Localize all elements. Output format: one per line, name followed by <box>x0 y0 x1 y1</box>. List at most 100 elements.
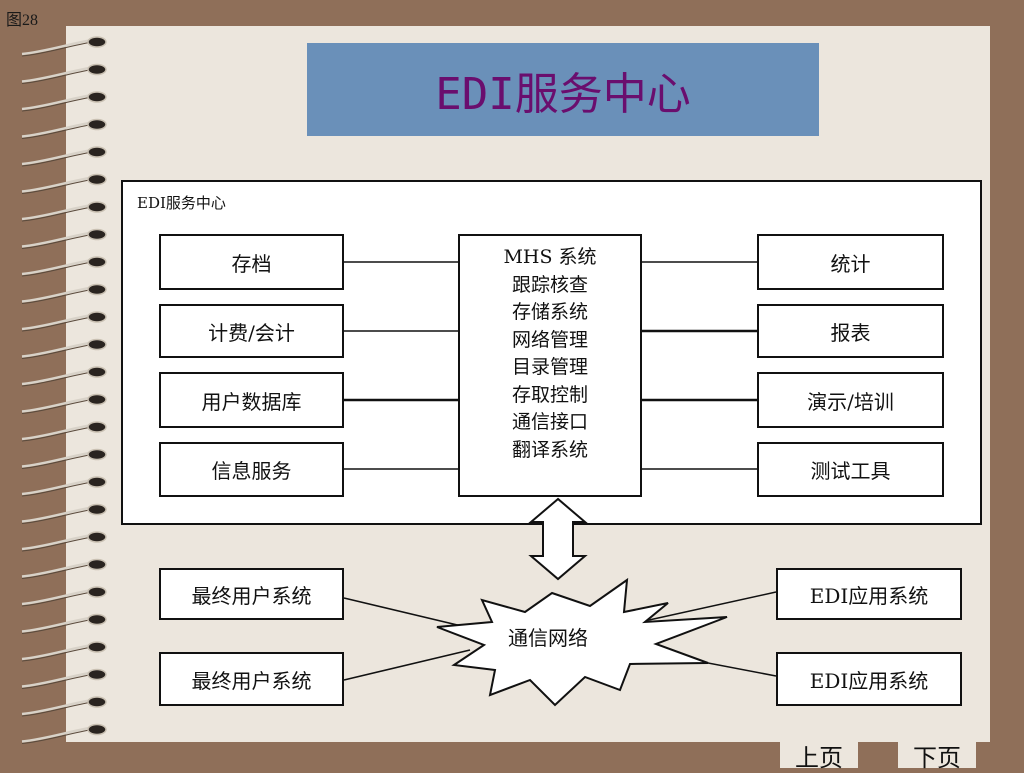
spiral-coil-shadow <box>21 399 93 414</box>
demo-training-box: 演示/培训 <box>757 372 944 428</box>
statistics-box: 统计 <box>757 234 944 290</box>
network-label: 通信网络 <box>508 626 588 650</box>
core-item: 跟踪核查 <box>511 273 588 296</box>
spiral-hole <box>87 228 107 241</box>
spiral-hole <box>87 173 107 186</box>
archive-box: 存档 <box>159 234 344 290</box>
spiral-coil-shadow <box>21 41 93 57</box>
spiral-coil-shadow <box>21 536 93 552</box>
spiral-coil <box>21 478 93 496</box>
spiral-coil <box>21 93 93 111</box>
spiral-coil-shadow <box>21 674 93 689</box>
spiral-coil <box>21 423 93 441</box>
core-item: 目录管理 <box>511 356 588 378</box>
spiral-hole <box>87 723 107 736</box>
spiral-coil-shadow <box>21 96 93 112</box>
spiral-coil <box>21 588 93 606</box>
spiral-coil-shadow <box>21 454 93 469</box>
spiral-coil <box>21 313 93 331</box>
prev-page-button[interactable]: 上页 <box>780 742 858 772</box>
edi-app-system-box: EDI应用系统 <box>776 652 962 706</box>
edi-app-system-box: EDI应用系统 <box>776 568 962 620</box>
spiral-binding <box>21 36 107 744</box>
test-tools-box: 测试工具 <box>757 442 944 497</box>
report-box: 报表 <box>757 304 944 358</box>
spiral-coil <box>21 561 93 578</box>
spiral-coil <box>21 643 93 661</box>
spiral-hole <box>87 558 107 571</box>
spiral-coil-shadow <box>21 591 93 607</box>
spiral-hole <box>87 393 107 406</box>
spiral-coil-shadow <box>21 344 93 359</box>
next-page-button[interactable]: 下页 <box>898 742 976 772</box>
spiral-hole <box>87 201 107 213</box>
spiral-coil-shadow <box>21 371 93 387</box>
spiral-coil <box>21 148 93 166</box>
spiral-coil <box>21 451 93 468</box>
spiral-hole <box>87 696 107 708</box>
spiral-hole <box>87 366 107 378</box>
spiral-hole <box>87 641 107 653</box>
spiral-coil <box>21 176 93 193</box>
figure-label: 图28 <box>6 12 39 29</box>
info-service-box: 信息服务 <box>159 442 344 497</box>
spiral-coil <box>21 698 93 716</box>
spiral-hole <box>87 448 107 461</box>
network-cloud <box>436 577 728 707</box>
spiral-coil <box>21 396 93 413</box>
spiral-coil-shadow <box>21 729 93 744</box>
spiral-coil-shadow <box>21 151 93 167</box>
spiral-coil-shadow <box>21 69 93 84</box>
spiral-hole <box>87 503 107 516</box>
spiral-hole <box>87 63 107 76</box>
spiral-coil <box>21 121 93 138</box>
spiral-hole <box>87 36 107 48</box>
spiral-coil-shadow <box>21 646 93 662</box>
spiral-coil-shadow <box>21 426 93 442</box>
spiral-coil-shadow <box>21 509 93 524</box>
spiral-hole <box>87 311 107 323</box>
spiral-coil-shadow <box>21 234 93 249</box>
spiral-coil-shadow <box>21 619 93 634</box>
spiral-hole <box>87 118 107 131</box>
end-user-system-box: 最终用户系统 <box>159 568 344 620</box>
spiral-coil <box>21 726 93 743</box>
spiral-coil-shadow <box>21 124 93 139</box>
spiral-coil-shadow <box>21 701 93 717</box>
spiral-coil-shadow <box>21 261 93 277</box>
spiral-coil-shadow <box>21 179 93 194</box>
spiral-hole <box>87 668 107 681</box>
spiral-coil <box>21 341 93 358</box>
double-arrow <box>528 497 588 581</box>
spiral-hole <box>87 586 107 598</box>
spiral-hole <box>87 476 107 488</box>
user-database-box: 用户数据库 <box>159 372 344 428</box>
spiral-hole <box>87 531 107 543</box>
spiral-coil <box>21 506 93 523</box>
spiral-hole <box>87 421 107 433</box>
spiral-hole <box>87 256 107 268</box>
billing-box: 计费/会计 <box>159 304 344 358</box>
core-functions-box: MHS 系统 跟踪核查 存储系统 网络管理 目录管理 存取控制 通信接口 翻译系… <box>458 234 642 497</box>
spiral-coil <box>21 671 93 688</box>
spiral-coil-shadow <box>21 206 93 222</box>
spiral-coil <box>21 368 93 386</box>
spiral-coil <box>21 203 93 221</box>
spiral-hole <box>87 338 107 351</box>
spiral-coil <box>21 533 93 551</box>
core-item: 网络管理 <box>511 328 588 351</box>
end-user-system-box: 最终用户系统 <box>159 652 344 706</box>
spiral-coil <box>21 286 93 303</box>
slide-title: EDI服务中心 <box>307 43 819 136</box>
core-item: 存储系统 <box>511 301 588 323</box>
spiral-coil-shadow <box>21 316 93 332</box>
core-item: MHS 系统 <box>503 246 597 268</box>
core-item: 翻译系统 <box>511 438 588 461</box>
spiral-coil <box>21 616 93 633</box>
spiral-hole <box>87 146 107 158</box>
spiral-coil-shadow <box>21 481 93 497</box>
spiral-coil <box>21 231 93 248</box>
spiral-hole <box>87 283 107 296</box>
spiral-coil <box>21 66 93 83</box>
